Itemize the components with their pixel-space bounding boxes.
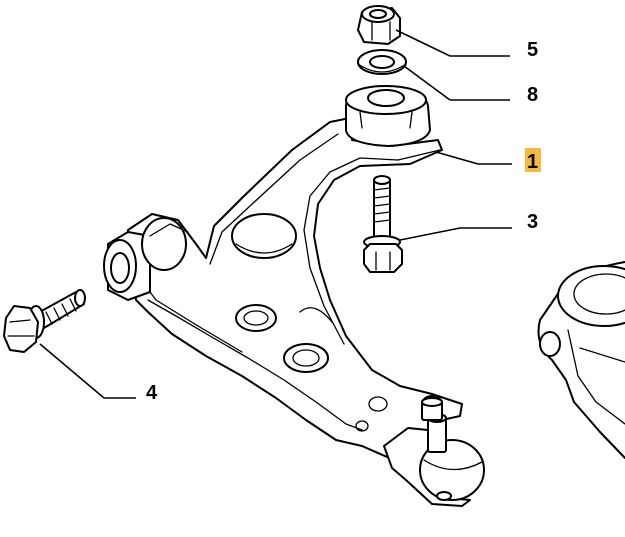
bolt-part-3[interactable] bbox=[363, 175, 403, 273]
leader-lines bbox=[39, 29, 512, 399]
washer-part-8[interactable] bbox=[357, 49, 407, 75]
rear-bushing[interactable] bbox=[345, 85, 431, 147]
callout-1[interactable]: 1 bbox=[525, 148, 541, 173]
leader-8 bbox=[403, 65, 451, 101]
callout-5[interactable]: 5 bbox=[527, 39, 538, 61]
callout-4-label: 4 bbox=[146, 382, 158, 404]
callout-8-label: 8 bbox=[527, 84, 538, 106]
bolt-part-4[interactable] bbox=[3, 289, 86, 353]
callout-3-label: 3 bbox=[527, 211, 538, 233]
callout-5-label: 5 bbox=[527, 39, 538, 61]
nut-part-5[interactable] bbox=[357, 5, 401, 45]
callout-4[interactable]: 4 bbox=[146, 382, 158, 404]
steering-knuckle bbox=[537, 261, 625, 459]
leader-5 bbox=[395, 29, 451, 57]
control-arm[interactable] bbox=[103, 117, 463, 461]
ball-joint[interactable] bbox=[383, 395, 485, 507]
callout-1-label: 1 bbox=[527, 151, 538, 173]
callout-1-highlight bbox=[525, 148, 541, 172]
leader-3 bbox=[399, 227, 461, 241]
leader-4 bbox=[39, 343, 105, 399]
callout-8[interactable]: 8 bbox=[527, 84, 538, 106]
leader-1 bbox=[435, 151, 479, 165]
callout-3[interactable]: 3 bbox=[527, 211, 538, 233]
